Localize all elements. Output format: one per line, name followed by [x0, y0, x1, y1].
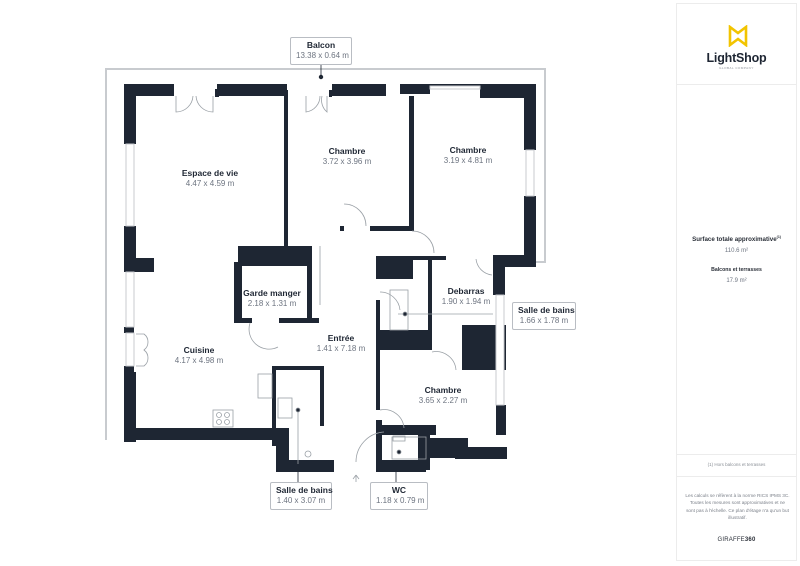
- brand-suffix: 360: [744, 537, 756, 543]
- disclaimer-text: Les calculs se réfèrent à la norme RICS …: [685, 493, 790, 520]
- room-chambre-2: Chambre 3.19 x 4.81 m: [444, 145, 492, 166]
- logo-tagline: GLOBAL COMPANY: [719, 66, 754, 70]
- callout-name: Balcon: [306, 40, 336, 50]
- room-dimensions: 4.17 x 4.98 m: [174, 355, 224, 365]
- room-name: Cuisine: [183, 345, 215, 355]
- balcony-outline: [105, 68, 546, 440]
- floor-plan-drawing: [105, 62, 546, 482]
- lightshop-logo-icon: [728, 25, 748, 47]
- surface-total-value: 110.6 m²: [724, 248, 749, 254]
- surface-section: Surface totale approximative(1) 110.6 m²…: [677, 85, 796, 455]
- room-garde-manger: Garde manger 2.18 x 1.31 m: [243, 288, 301, 309]
- surface-footnote-marker: (1): [776, 235, 781, 239]
- callout-salle-de-bains-2: Salle de bains 1.40 x 3.07 m: [270, 482, 333, 511]
- callout-balcon: Balcon 13.38 x 0.64 m: [290, 37, 352, 66]
- room-entree: Entrée 1.41 x 7.18 m: [317, 333, 365, 354]
- room-dimensions: 4.47 x 4.59 m: [185, 178, 235, 188]
- room-name: Entrée: [327, 333, 355, 343]
- disclaimer-section: Les calculs se réfèrent à la norme RICS …: [677, 477, 796, 561]
- room-name: Garde manger: [243, 288, 301, 298]
- room-name: Chambre: [328, 146, 366, 156]
- room-chambre-3: Chambre 3.65 x 2.27 m: [419, 385, 467, 406]
- room-dimensions: 1.90 x 1.94 m: [441, 296, 491, 306]
- balconies-value: 17.9 m²: [726, 278, 747, 284]
- fixtures: [212, 246, 493, 482]
- callout-dimensions: 13.38 x 0.64 m: [296, 51, 349, 61]
- surface-title-text: Surface totale approximative: [692, 236, 777, 244]
- balconies-title: Balcons et terrasses: [711, 267, 762, 273]
- giraffe360-brand: GIRAFFE360: [677, 537, 796, 543]
- room-dimensions: 3.19 x 4.81 m: [443, 155, 493, 165]
- room-dimensions: 1.41 x 7.18 m: [316, 343, 366, 353]
- room-name: Chambre: [449, 145, 487, 155]
- callout-name: Salle de bains: [518, 305, 575, 315]
- floor-plan: Espace de vie 4.47 x 4.59 m Chambre 3.72…: [105, 37, 576, 511]
- callout-wc: WC 1.18 x 0.79 m: [370, 482, 428, 511]
- footnote-section: (1) Hors balcons et terrasses: [677, 455, 796, 477]
- room-name: Debarras: [447, 286, 485, 296]
- callout-salle-de-bains-1: Salle de bains 1.66 x 1.78 m: [512, 302, 576, 331]
- room-name: Chambre: [424, 385, 462, 395]
- footnote-text: (1) Hors balcons et terrasses: [707, 462, 766, 467]
- info-sidebar: LightShop GLOBAL COMPANY Surface totale …: [676, 3, 797, 561]
- brand-prefix: GIRAFFE: [717, 537, 745, 543]
- room-cuisine: Cuisine 4.17 x 4.98 m: [175, 345, 223, 366]
- doors: [136, 95, 493, 463]
- callout-dimensions: 1.18 x 0.79 m: [376, 496, 425, 506]
- room-chambre-1: Chambre 3.72 x 3.96 m: [323, 146, 371, 167]
- callout-dimensions: 1.66 x 1.78 m: [519, 316, 569, 326]
- room-dimensions: 2.18 x 1.31 m: [247, 298, 297, 308]
- surface-title: Surface totale approximative(1): [677, 235, 796, 243]
- windows: [125, 85, 535, 406]
- room-espace-de-vie: Espace de vie 4.47 x 4.59 m: [182, 168, 238, 189]
- walls: [124, 84, 536, 472]
- room-name: Espace de vie: [181, 168, 239, 178]
- room-debarras: Debarras 1.90 x 1.94 m: [442, 286, 490, 307]
- callout-dimensions: 1.40 x 3.07 m: [276, 496, 326, 506]
- callout-name: Salle de bains: [276, 485, 333, 495]
- logo-section: LightShop GLOBAL COMPANY: [677, 3, 796, 85]
- room-dimensions: 3.72 x 3.96 m: [322, 156, 372, 166]
- room-dimensions: 3.65 x 2.27 m: [418, 395, 468, 405]
- callout-name: WC: [391, 485, 407, 495]
- logo-name: LightShop: [706, 51, 767, 65]
